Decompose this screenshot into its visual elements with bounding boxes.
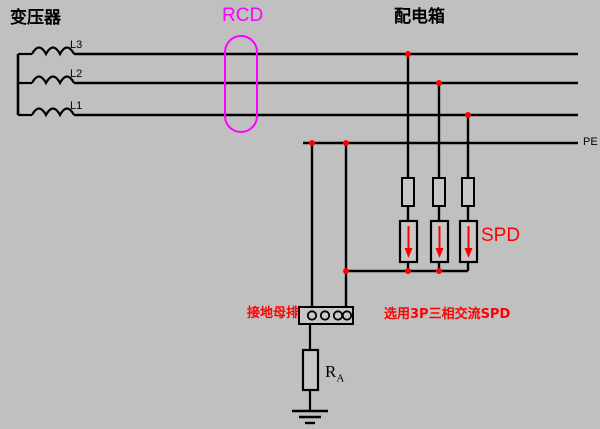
earth-resistance-label: RA <box>325 363 344 384</box>
ground-symbol <box>292 409 328 425</box>
coil-arcs-l1 <box>31 107 75 118</box>
phase-label-l3: L3 <box>70 39 83 51</box>
busbar-terminal-3 <box>332 310 344 321</box>
earthing-busbar <box>298 306 354 325</box>
junction-dots <box>309 51 471 274</box>
earth-resistance-branch <box>301 324 320 411</box>
spd-selection-note: 选用3P三相交流SPD <box>384 307 511 322</box>
spd-arrow-head-l3 <box>404 248 413 258</box>
transformer-winding-l1 <box>18 107 578 118</box>
spd-arrow-head-l1 <box>464 248 473 258</box>
earth-resistance-label-sub: A <box>336 372 345 385</box>
phase-label-l1: L1 <box>70 100 83 112</box>
phase-label-pe: PE <box>583 136 598 148</box>
junction-dot-collector-spd2 <box>436 268 442 274</box>
fuse-l2 <box>432 177 446 207</box>
earthing-busbar-label: 接地母排 <box>247 306 300 321</box>
junction-dot-l3-tap <box>405 51 411 57</box>
fuse-l1 <box>461 177 475 207</box>
junction-dot-l1-tap <box>465 112 471 118</box>
spd-arrow-head-l2 <box>435 248 444 258</box>
spd-group <box>398 219 479 264</box>
busbar-terminal-2 <box>319 310 331 321</box>
transformer-winding-l2 <box>18 75 578 86</box>
fuse-l3 <box>401 177 415 207</box>
coil-arcs-l2 <box>31 75 75 86</box>
busbar-terminal-1 <box>306 310 318 321</box>
earth-resistance-label-main: R <box>325 362 337 381</box>
fuse-group <box>401 177 475 207</box>
transformer-winding-l3 <box>18 46 578 57</box>
transformer-title: 变压器 <box>10 8 61 28</box>
junction-dot-pe-right <box>343 140 349 146</box>
earth-resistance-symbol <box>301 348 320 392</box>
transformer-symbol <box>16 46 578 118</box>
junction-dot-collector-left <box>343 268 349 274</box>
phase-label-l2: L2 <box>70 68 83 80</box>
junction-dot-collector-spd1 <box>405 268 411 274</box>
busbar-terminal-4 <box>341 310 353 321</box>
rcd-label: RCD <box>222 5 264 26</box>
junction-dot-pe-left <box>309 140 315 146</box>
junction-dot-l2-tap <box>436 80 442 86</box>
coil-arcs-l3 <box>31 46 75 57</box>
distribution-box-title: 配电箱 <box>394 7 445 27</box>
rcd-outline <box>224 35 258 133</box>
spd-label: SPD <box>481 225 521 246</box>
